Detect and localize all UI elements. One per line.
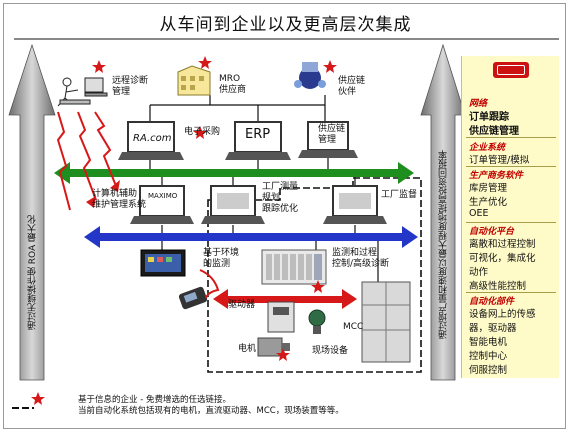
item-warehouse: 库房管理 [469,183,508,194]
laptop-erp [225,121,291,160]
left-arrow-text: 通过无缝操作使 ROA 最大化 [28,215,38,331]
remote-diagnostics-workstation [57,77,108,107]
panel-divider [466,222,556,223]
stars [92,56,337,361]
laptop-plant-measure [201,185,265,224]
laptop-supply-chain [298,121,358,158]
plc-rack [261,249,327,285]
item-scm: 供应链管理 [469,126,519,137]
item-drives: 器，驱动器 [469,323,517,334]
mro-building [177,65,211,96]
item-order-mgmt: 订单管理/模拟 [469,155,530,166]
mro-supplier-label: MRO 供应商 [219,74,247,95]
handheld-device [178,286,208,310]
item-production-opt: 生产优化 [469,197,508,208]
right-vertical-arrow [420,43,466,381]
plant-measure-label: 工厂测量 规划 跟踪优化 [262,182,299,214]
item-sensors: 设备网上的传感 [469,309,536,320]
brand-logo-icon [493,62,529,78]
drive-label: 驱动器 [228,300,256,310]
laptop-ra-com [118,121,184,160]
diagram-title: 从车间到企业以及更高层次集成 [159,15,412,35]
mcc-label: MCC [343,322,364,332]
panel-divider [466,137,556,138]
field-device-label: 现场设备 [312,346,349,356]
item-servo: 伺服控制 [469,365,508,376]
erp-label: ERP [245,127,271,142]
env-monitor-label: 基于环境 的监测 [203,248,240,269]
blue-network-bus [84,226,418,248]
item-discrete-process: 离散和过程控制 [469,239,536,250]
supply-chain-mgmt-label: 供应链 管理 [318,124,346,145]
cat-automation-components: 自动化部件 [469,297,515,307]
legend-dash-text: 当前自动化系统包括现有的电机，直流驱动器、MCC，现场装置等等。 [78,406,344,416]
supply-partner-label: 供应链 伙伴 [338,76,366,97]
item-advanced-control: 高级性能控制 [469,281,527,292]
panel-divider [466,292,556,293]
drive-device [267,301,295,333]
item-control-center: 控制中心 [469,351,508,362]
item-motion: 动作 [469,267,489,278]
supply-partner-icon [294,62,326,89]
laptop-maximo [130,185,194,224]
hmi-panel [140,249,186,277]
item-smart-motor: 智能电机 [469,337,508,348]
motor-label: 电机 [238,344,257,354]
motor-device [257,337,290,357]
right-arrow-text: 通过增产量和速度以最大程度地提高投资回报率 [439,150,449,339]
legend-star-icon [31,392,45,405]
cat-automation-platform: 自动化平台 [469,227,515,237]
remote-diagnostics-label: 远程诊断 管理 [112,76,149,97]
diagram-frame [3,3,566,429]
title-rule [14,38,559,40]
cat-enterprise: 企业系统 [469,143,506,153]
laptop-plant-supervise [323,185,387,224]
legacy-system-boundary [207,177,422,373]
legend-star-text: 基于信息的企业 - 免费增选的任选链接。 [78,395,231,405]
green-network-bus [54,162,414,184]
ra-com-label: RA.com [133,133,172,144]
cmms-label: 计算机辅助 维护管理系统 [92,189,147,210]
panel-divider [466,166,556,167]
plant-supervise-label: 工厂监督 [381,190,418,200]
left-vertical-arrow [8,43,56,381]
red-network-bus [213,289,357,309]
cat-production-software: 生产商务软件 [469,171,524,181]
capability-panel: 网络 订单跟踪 供应链管理 企业系统 订单管理/模拟 生产商务软件 库房管理 生… [461,56,559,378]
mcc-cabinet [361,281,411,363]
item-order-tracking: 订单跟踪 [469,112,509,123]
e-purchase-label: 电子采购 [184,127,221,137]
maximo-label: MAXIMO [148,192,178,200]
wireless-link-bolts [56,111,220,299]
field-device [308,309,326,334]
item-visualization: 可视化，集成化 [469,253,536,264]
item-oee: OEE [469,208,489,219]
cat-network: 网络 [469,99,488,109]
monitor-process-label: 监测和过程 控制/高级诊断 [332,248,390,269]
